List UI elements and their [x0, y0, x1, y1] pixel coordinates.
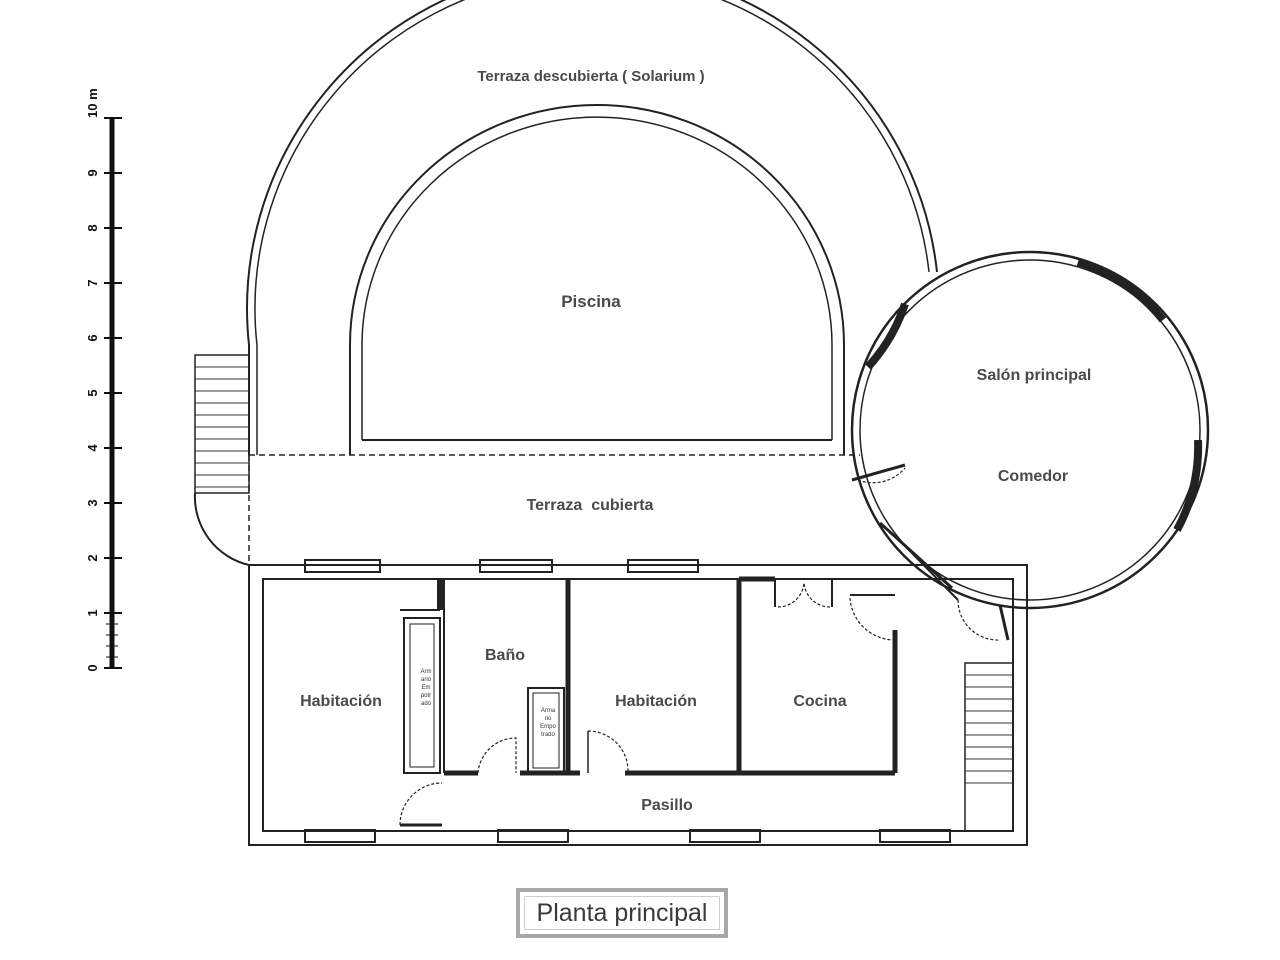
label-comedor: Comedor	[998, 468, 1068, 485]
svg-text:potr: potr	[421, 693, 431, 699]
label-terraza-cubierta: Terraza cubierta	[527, 497, 654, 514]
closet-2-label: Arma rio Empo trado	[540, 708, 556, 738]
svg-text:Empo: Empo	[540, 724, 556, 730]
scale-tick-2: 2	[85, 554, 100, 561]
door-hab2	[587, 730, 629, 774]
scale-tick-5: 5	[85, 389, 100, 396]
label-cocina: Cocina	[793, 693, 846, 710]
svg-text:rio: rio	[545, 716, 552, 722]
scale-tick-8: 8	[85, 224, 100, 231]
window-1	[304, 559, 381, 573]
closet-1-label: Arm ario Em potr ado	[421, 669, 432, 707]
scale-unit-label: 10 m	[85, 88, 100, 118]
left-staircase	[194, 354, 250, 494]
pool-wall-inner	[361, 116, 833, 440]
door-bath	[477, 737, 517, 774]
door-hab1	[399, 782, 443, 826]
scale-tick-1: 1	[85, 609, 100, 616]
scale-tick-9: 9	[85, 169, 100, 176]
label-bano: Baño	[485, 647, 525, 664]
door-salon-2	[957, 599, 1001, 641]
solarium-outer-wall	[246, 0, 938, 455]
svg-text:trado: trado	[541, 732, 555, 738]
svg-text:ario: ario	[421, 677, 432, 683]
scale-tick-3: 3	[85, 499, 100, 506]
caption-text: Planta principal	[524, 896, 720, 930]
scale-tick-0: 0	[85, 664, 100, 671]
door-kitchen-side	[849, 597, 896, 641]
label-habitacion-1: Habitación	[300, 693, 382, 710]
door-kitchen-double	[777, 581, 831, 608]
scale-tick-4: 4	[85, 444, 100, 452]
label-habitacion-2: Habitación	[615, 693, 697, 710]
label-pasillo: Pasillo	[641, 797, 693, 814]
scale-tick-7: 7	[85, 279, 100, 286]
solarium-outer-wall-inner	[254, 0, 930, 455]
label-solarium: Terraza descubierta ( Solarium )	[477, 68, 704, 85]
pool-wall-outer	[349, 104, 845, 455]
svg-text:Arm: Arm	[421, 669, 432, 675]
salon-wall-inner	[859, 259, 1201, 601]
scale-tick-6: 6	[85, 334, 100, 341]
label-salon: Salón principal	[977, 367, 1092, 384]
scale-bar: 10 m 0 1 2 3 4 5 6 7 8 9	[85, 88, 122, 672]
house-outer-wall	[248, 564, 1028, 846]
caption-frame: Planta principal	[516, 888, 728, 938]
svg-text:Arma: Arma	[541, 708, 556, 714]
closet-1	[403, 617, 441, 774]
salon-wall-outer	[850, 250, 1210, 610]
left-stair-curve	[193, 492, 250, 566]
svg-text:ado: ado	[421, 701, 432, 707]
label-piscina: Piscina	[561, 292, 621, 311]
door-salon-1	[857, 467, 906, 484]
svg-text:Em: Em	[422, 685, 431, 691]
